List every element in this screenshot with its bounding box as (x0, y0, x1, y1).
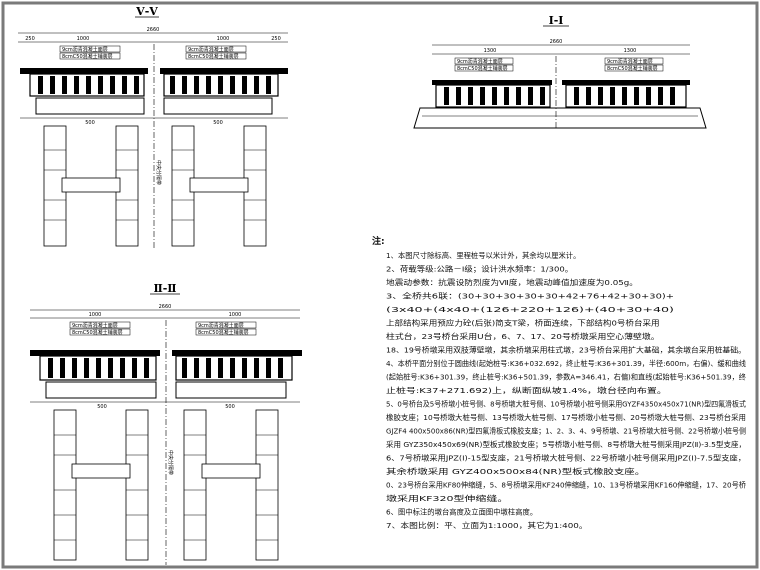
note-line: 采用 GYZ350x450x69(NR)型板式橡胶支座；5号桥墩小桩号侧、8号桥… (386, 440, 746, 449)
annot-ii-asphalt-r: 9cm沥青混凝土面层 (198, 322, 244, 329)
annot-ii-concrete-r: 8cmC50混凝土铺装层 (198, 329, 249, 336)
note-line: 18、19号桥墩采用双肢薄壁墩，其余桥墩采用柱式墩，23号桥台采用扩大基础，其余… (386, 346, 746, 355)
note-line: 6、图中标注的墩台高度及立面图中墩柱高度。 (386, 508, 537, 517)
note-line: 柱式台，23号桥台采用U台，6、7、17、20号桥墩采用空心薄壁墩。 (386, 332, 660, 341)
dim-i-overall: 2660 (550, 39, 563, 45)
dim-ii-overall: 2660 (159, 304, 172, 310)
section-title-i: Ⅰ-Ⅰ (549, 14, 564, 27)
note-line: 2、荷载等级:公路－Ⅰ级；设计洪水频率：1/300。 (386, 265, 573, 274)
section-title-ii: Ⅱ-Ⅱ (153, 282, 176, 295)
note-line: 4、本桥平面分别位于圆曲线(起始桩号:K36+032.692，终止桩号:K36+… (386, 359, 747, 368)
note-line: (3x40+(4x40+(126+220+126)+(40+30+40) (386, 305, 674, 314)
note-line: 地震动参数：抗震设防烈度为Ⅶ度，地震动峰值加速度为0.05g。 (386, 278, 638, 287)
dim-ii-half-left: 1000 (89, 312, 102, 318)
annot-asphalt-left: 9cm沥青混凝土面层 (62, 46, 108, 53)
note-line: 墩采用KF320型伸缩缝。 (386, 494, 508, 503)
section-i-i: Ⅰ-Ⅰ 2660 1300 1300 9cm沥青混凝土面层 8cmC50混凝土铺… (413, 14, 707, 130)
annot-concrete-right: 8cmC50混凝土铺装层 (188, 53, 239, 60)
annot-ii-asphalt: 9cm沥青混凝土面层 (72, 322, 118, 329)
note-line: (起始桩号:K36+301.39，终止桩号:K36+501.39，参数A=346… (386, 373, 747, 382)
median-label-ii: 中央分隔带 (167, 450, 174, 475)
note-line: 3、全桥共6联：(30+30+30+30+30+42+76+42+30+30)+ (386, 292, 674, 301)
note-line: 6、7号桥墩采用JPZ(Ⅰ)-15型支座，21号桥墩大桩号侧、22号桥墩小桩号侧… (386, 454, 746, 463)
dim-half-width-right: 1000 (217, 36, 230, 42)
annot-asphalt-right: 9cm沥青混凝土面层 (188, 46, 234, 53)
section-ii-ii: Ⅱ-Ⅱ 2660 1000 1000 9cm沥青混凝土面层 8cmC50混凝土铺… (30, 282, 302, 565)
dim-edge-left: 250 (25, 36, 35, 42)
notes-heading: 注: (372, 235, 385, 247)
dim-half-width-left: 1000 (77, 36, 90, 42)
median-label-v: 中央分隔带 (155, 160, 162, 185)
annot-ii-concrete: 8cmC50混凝土铺装层 (72, 329, 123, 336)
note-line: 0、23号桥台采用KF80伸缩缝，5、8号桥墩采用KF240伸缩缝，10、13号… (386, 481, 747, 490)
notes-block: 注: 1、本图尺寸除标高、里程桩号以米计外，其余均以厘米计。 2、荷载等级:公路－… (372, 235, 747, 530)
dim-pier-span-right: 500 (213, 120, 223, 126)
dim-ii-span-right: 500 (225, 404, 235, 410)
note-line: 其余桥墩采用 GYZ400x500x84(NR)型板式橡胶支座。 (386, 467, 645, 476)
note-line: 1、本图尺寸除标高、里程桩号以米计外，其余均以厘米计。 (386, 251, 580, 260)
dim-ii-half-right: 1000 (229, 312, 242, 318)
note-line: 橡胶支座；10号桥墩大桩号侧、13号桥墩大桩号侧、17号桥墩小桩号侧、20号桥墩… (386, 413, 746, 422)
dim-i-half-right: 1300 (624, 48, 637, 54)
annot-i-asphalt: 9cm沥青混凝土面层 (457, 58, 503, 65)
annot-i-concrete: 8cmC50混凝土铺装层 (457, 65, 508, 72)
note-line: 7、本图比例：平、立面为1:1000，其它为1:400。 (386, 521, 588, 530)
section-v-v: Ⅴ-Ⅴ 2660 1000 1000 250 250 9cm沥青混凝土面层 8c… (18, 5, 288, 250)
dim-ii-span-left: 500 (97, 404, 107, 410)
annot-i-asphalt-r: 9cm沥青混凝土面层 (607, 58, 653, 65)
annot-concrete-left: 8cmC50混凝土铺装层 (62, 53, 113, 60)
dim-pier-span-left: 500 (85, 120, 95, 126)
dim-i-half-left: 1300 (484, 48, 497, 54)
dim-edge-right: 250 (271, 36, 281, 42)
dim-overall-width: 2660 (147, 27, 160, 33)
note-line: 5、0号桥台及5号桥墩小桩号侧、8号桥墩大桩号侧、10号桥墩小桩号侧采用GYZF… (386, 400, 747, 409)
annot-i-concrete-r: 8cmC50混凝土铺装层 (607, 65, 658, 72)
note-line: 上部结构采用预应力砼(后张)简支T梁，桥面连续，下部结构0号桥台采用 (386, 319, 660, 328)
section-title-v: Ⅴ-Ⅴ (135, 5, 158, 18)
note-line: GJZF4 400x500x86(NR)型四氟滑板式橡胶支座；1、2、3、4、9… (386, 427, 746, 436)
note-line: 止桩号:K37+271.692)上，纵断面纵坡1.4%，墩台径向布置。 (386, 386, 667, 395)
